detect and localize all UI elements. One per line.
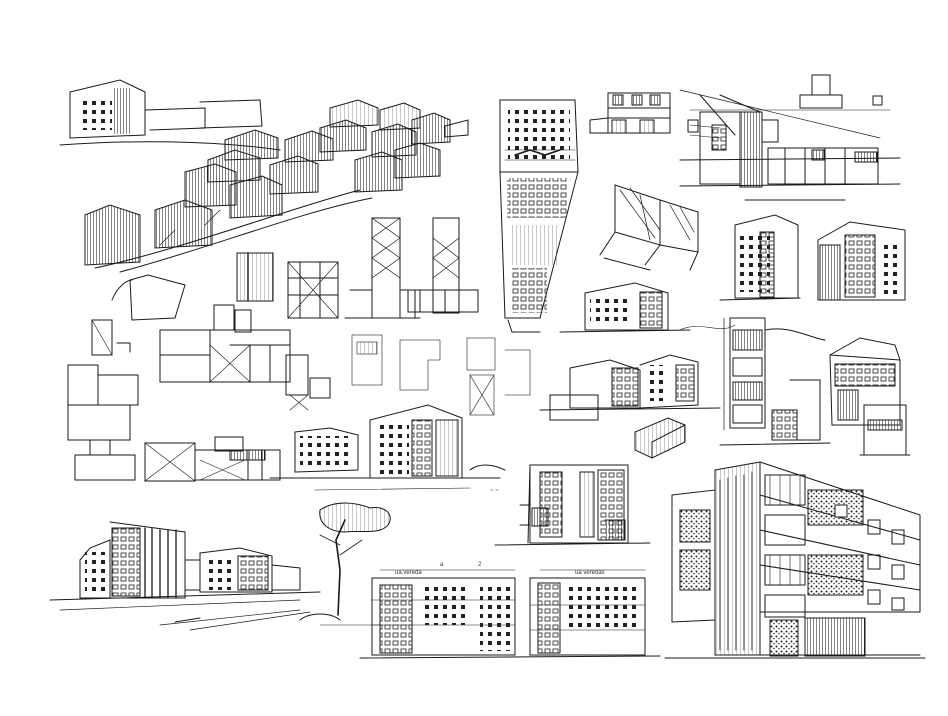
- annotation-1: ua.vereda: [395, 570, 422, 576]
- sketch-small-elevation: [589, 92, 671, 134]
- sketch-frame-structure: [599, 184, 699, 271]
- annotation-4: ua veredas: [575, 570, 605, 576]
- sketch-vertical-tower: [719, 317, 831, 446]
- sketch-tower-sections: [236, 217, 479, 319]
- small-label: ~ ~: [490, 488, 499, 494]
- annotation-3: 2: [478, 562, 482, 568]
- annotation-2: a: [440, 562, 444, 568]
- sketch-street-perspective: [49, 521, 321, 631]
- sketch-plan-diagrams: [67, 274, 331, 482]
- sketch-corner-building: [494, 464, 651, 546]
- sketch-small-block: [559, 282, 736, 333]
- sketch-light-fragments: [351, 334, 531, 416]
- sketch-midrise-right: [719, 214, 906, 301]
- sketch-tree: [299, 502, 391, 626]
- sketch-construction-elevation: [679, 74, 901, 201]
- elevation-annotations: ua.vereda a 2 ua veredas ~ ~: [395, 488, 605, 576]
- sketch-block-perspective: [59, 79, 469, 273]
- sketch-center-perspective: [269, 404, 506, 491]
- sketch-annotated-elevations: [359, 569, 661, 659]
- sketch-main-perspective: [664, 461, 926, 659]
- sketch-tower-aerial: [499, 99, 579, 333]
- sketch-right-middle: [539, 354, 721, 459]
- sketch-crowned-building: [829, 337, 911, 456]
